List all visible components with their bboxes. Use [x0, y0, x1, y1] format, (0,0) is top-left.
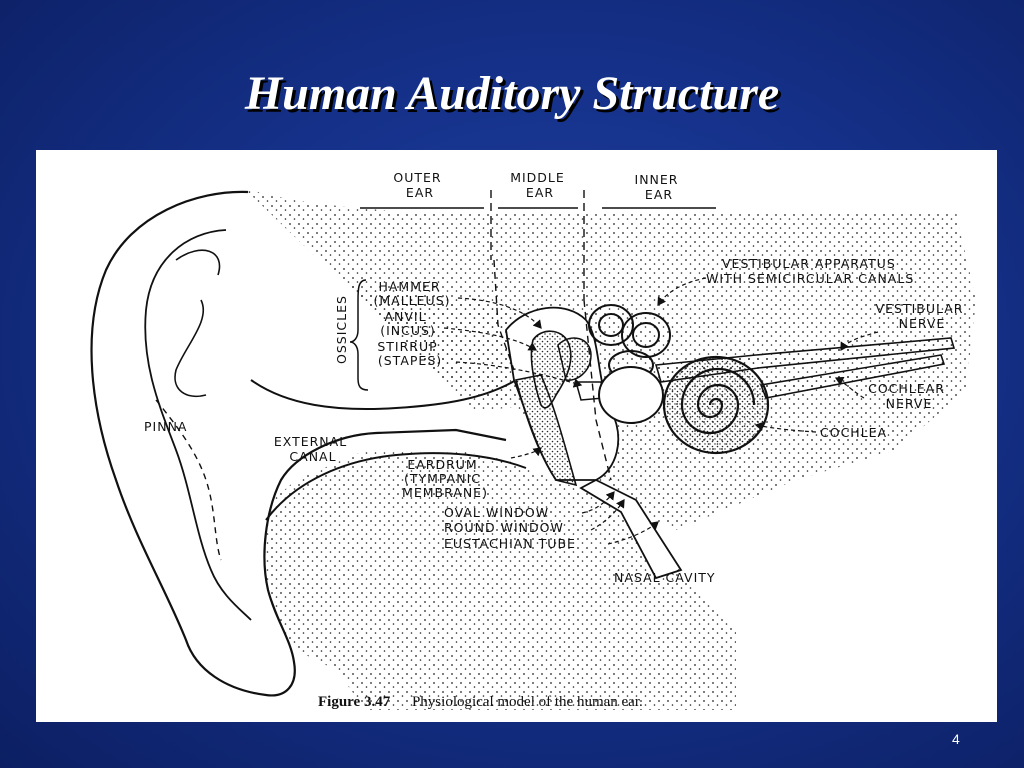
- pinna-dash-line: [155, 399, 222, 561]
- label-inner-ear: INNER EAR: [635, 172, 684, 202]
- label-external-canal: EXTERNAL CANAL: [274, 434, 352, 464]
- label-middle-ear: MIDDLE EAR: [510, 170, 570, 200]
- slide-page-number: 4: [952, 731, 960, 747]
- pinna-outline: [90, 190, 507, 697]
- label-outer-ear: OUTER EAR: [393, 170, 446, 200]
- label-hammer: HAMMER (MALLEUS): [374, 279, 451, 308]
- eustachian-tube: [579, 478, 683, 580]
- label-vestibular-apparatus: VESTIBULAR APPARATUS WITH SEMICIRCULAR C…: [706, 256, 914, 286]
- label-round-window: ROUND WINDOW: [444, 520, 564, 535]
- label-pinna: PINNA: [144, 419, 187, 434]
- vestibule: [598, 366, 664, 424]
- caption-text: Physiological model of the human ear.: [411, 694, 643, 710]
- label-eardrum: EARDRUM (TYMPANIC MEMBRANE): [402, 457, 488, 500]
- label-vestibular-nerve: VESTIBULAR NERVE: [876, 301, 969, 331]
- vestibular-nerve: [654, 337, 956, 383]
- label-oval-window: OVAL WINDOW: [444, 505, 549, 520]
- canal-lower-wall: [265, 452, 527, 521]
- label-nasal-cavity: NASAL CAVITY: [614, 570, 716, 585]
- label-ossicles: OSSICLES: [334, 295, 349, 364]
- ossicles-brace: [349, 279, 369, 391]
- caption-number: Figure 3.47: [318, 694, 391, 710]
- leader-lines: [443, 277, 879, 573]
- label-cochlea: COCHLEA: [820, 425, 887, 440]
- label-anvil: ANVIL (INCUS): [380, 309, 436, 338]
- label-cochlear-nerve: COCHLEAR NERVE: [868, 381, 950, 411]
- pinna-inner-fold: [144, 229, 252, 621]
- semicircular-canals: [588, 304, 671, 380]
- canal-upper-wall: [250, 379, 517, 411]
- ear-diagram-figure: OUTER EAR MIDDLE EAR INNER EAR OSSICLES …: [36, 150, 997, 722]
- section-dividers: [360, 190, 716, 481]
- figure-caption: Figure 3.47 Physiological model of the h…: [318, 694, 643, 711]
- pinna-helix-curl: [174, 249, 221, 397]
- anvil-bone: [557, 337, 592, 381]
- label-stirrup: STIRRUP (STAPES): [377, 339, 442, 368]
- cochlear-nerve: [759, 354, 946, 399]
- ear-diagram: OUTER EAR MIDDLE EAR INNER EAR OSSICLES …: [90, 170, 976, 710]
- slide-title: Human Auditory Structure: [244, 67, 780, 120]
- label-eustachian-tube: EUSTACHIAN TUBE: [444, 536, 576, 551]
